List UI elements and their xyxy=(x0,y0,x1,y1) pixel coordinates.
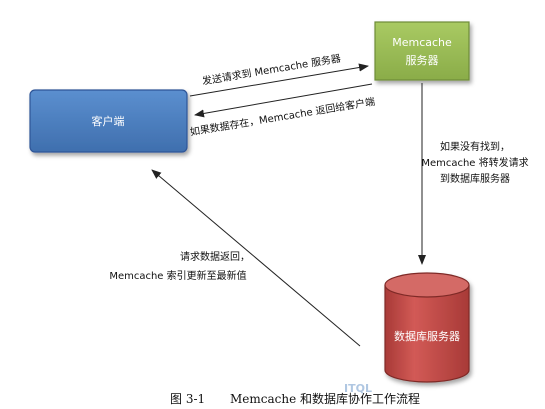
memcache-server-label-line2: 服务器 xyxy=(406,54,439,67)
db-return-label-line2: Memcache 索引更新至最新值 xyxy=(109,269,246,282)
not-found-label-line2: Memcache 将转发请求 xyxy=(421,156,528,169)
memcache-server-label-line1: Memcache xyxy=(392,36,452,49)
watermark: ITQL xyxy=(344,382,372,395)
client-node: 客户端 xyxy=(29,89,188,153)
db-return-arrow xyxy=(151,169,361,347)
send-request-arrow xyxy=(189,63,369,97)
return-if-exists-label: 如果数据存在，Memcache 返回给客户端 xyxy=(189,95,376,139)
client-label: 客户端 xyxy=(92,114,125,128)
memcache-server-node: Memcache 服务器 xyxy=(374,21,470,81)
database-server-node: 数据库服务器 xyxy=(384,272,470,383)
db-return-label-line1: 请求数据返回， xyxy=(180,250,250,263)
not-found-label-line3: 到数据库服务器 xyxy=(440,172,510,185)
figure-number: 图 3-1 xyxy=(170,392,205,406)
return-if-exists-arrow xyxy=(194,83,373,118)
figure-caption: Memcache 和数据库协作工作流程 xyxy=(230,391,420,406)
database-server-label: 数据库服务器 xyxy=(394,329,460,343)
not-found-label-line1: 如果没有找到， xyxy=(440,140,510,153)
